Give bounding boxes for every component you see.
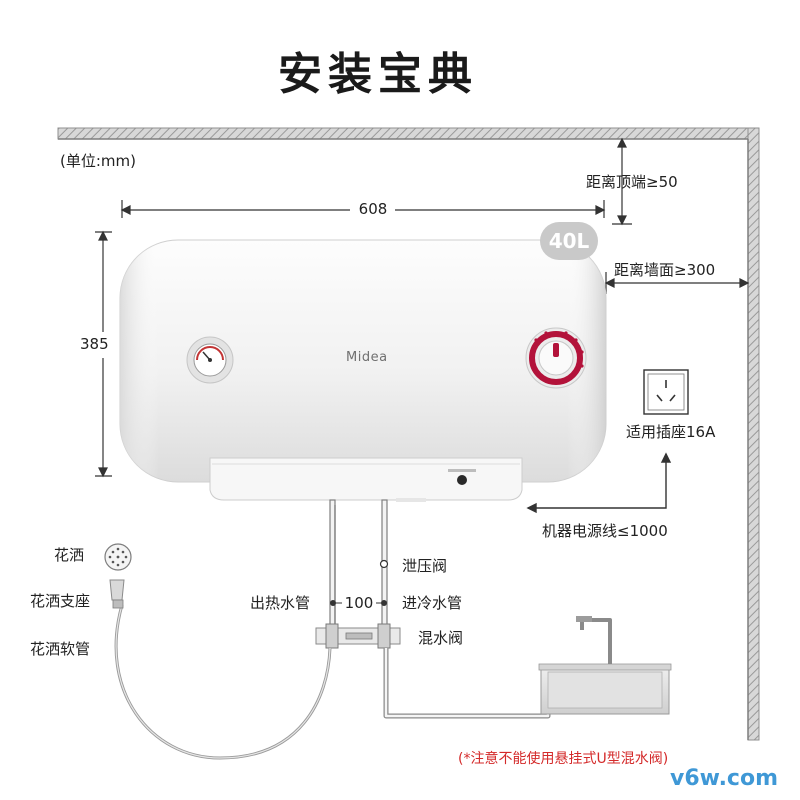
cold-pipe-label: 进冷水管: [402, 594, 463, 612]
hot-pipe-label: 出热水管: [250, 594, 311, 612]
shower-head-icon: [104, 543, 132, 609]
mixing-valve-label: 混水阀: [418, 629, 464, 647]
wall: [57, 127, 760, 741]
top-clearance-marker: [612, 137, 632, 226]
power-cord: [526, 452, 672, 514]
relief-valve-label: 泄压阀: [402, 557, 448, 575]
sink: [538, 663, 672, 715]
hot-pipe-marker: [330, 600, 336, 606]
height-dimension-label: 385: [80, 335, 109, 353]
mixing-valve: [315, 623, 401, 649]
cold-pipe-marker: [381, 600, 387, 606]
wall-clearance-marker: [604, 272, 750, 294]
shower-bracket-label: 花洒支座: [30, 592, 91, 610]
thermometer-gauge-icon: [186, 336, 234, 384]
shower-hose-label: 花洒软管: [30, 640, 91, 658]
height-dimension-line: [95, 230, 112, 478]
width-dimension-label: 608: [358, 200, 388, 218]
warning-note: (*注意不能使用悬挂式U型混水阀): [458, 751, 669, 767]
page-title: 安装宝典: [278, 49, 478, 100]
socket-label: 适用插座16A: [626, 423, 716, 441]
pipe-spacing-label: 100: [344, 594, 374, 612]
sink-supply-pipe: [383, 648, 551, 719]
temperature-knob-icon: [525, 327, 587, 389]
unit-note: (单位:mm): [60, 152, 136, 170]
brand-logo: Midea: [346, 350, 388, 365]
hot-water-pipe: [329, 499, 336, 629]
watermark: v6w.com: [670, 766, 779, 791]
shower-head-label: 花洒: [54, 546, 85, 564]
water-heater: [119, 239, 607, 502]
width-dimension-line: [120, 200, 606, 218]
power-cord-label: 机器电源线≤1000: [542, 522, 668, 540]
indicator-light-icon: [457, 475, 467, 485]
socket-icon: [643, 369, 689, 415]
wall-clearance-label: 距离墙面≥300: [614, 261, 716, 279]
top-clearance-label: 距离顶端≥50: [586, 173, 678, 191]
faucet-icon: [580, 618, 612, 664]
relief-valve-icon: [379, 559, 389, 569]
shower-hose: [114, 604, 332, 760]
capacity-badge: 40L: [540, 222, 598, 260]
